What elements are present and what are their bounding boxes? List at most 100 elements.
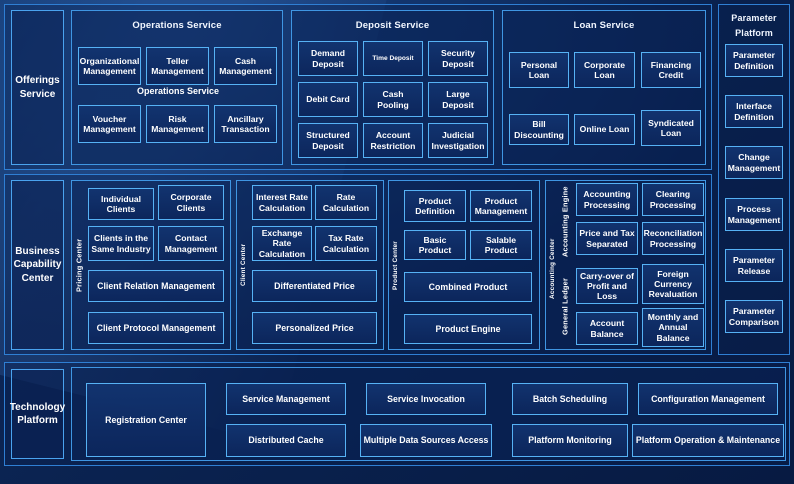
tile-label: Multiple Data Sources Access	[363, 435, 489, 446]
tile-parameter-release[interactable]: Parameter Release	[725, 249, 783, 282]
tile-label: Structured Deposit	[306, 130, 350, 151]
group-operations-service-title: Operations Service	[132, 20, 222, 31]
tile-syndicated-loan[interactable]: Syndicated Loan	[641, 110, 701, 146]
sidebar-item-offerings-service[interactable]: Offerings Service	[11, 10, 64, 165]
tile-client-relation-management[interactable]: Client Relation Management	[88, 270, 224, 302]
tile-label: Foreign Currency Revaluation	[648, 268, 698, 300]
tile-carry-over-of-profit-and-loss[interactable]: Carry-over of Profit and Loss	[576, 268, 638, 304]
operations-service-floating-label: Operations Service	[136, 86, 220, 96]
tile-product-definition[interactable]: Product Definition	[404, 190, 466, 222]
tile-ancillary-transaction[interactable]: Ancillary Transaction	[214, 105, 277, 143]
tile-client-protocol-management[interactable]: Client Protocol Management	[88, 312, 224, 344]
tile-label: Combined Product	[428, 281, 508, 292]
tile-label: Online Loan	[579, 124, 630, 135]
tile-personal-loan[interactable]: Personal Loan	[509, 52, 569, 88]
tile-time-deposit[interactable]: Time Deposit	[363, 41, 423, 76]
tile-interest-rate-calculation[interactable]: Interest Rate Calculation	[252, 185, 312, 220]
tile-label: Parameter Comparison	[728, 306, 780, 327]
tile-label: Platform Monitoring	[528, 435, 612, 446]
tile-label: Service Management	[242, 393, 330, 404]
tile-registration-center[interactable]: Registration Center	[86, 383, 206, 457]
tile-price-and-tax-separated[interactable]: Price and Tax Separated	[576, 222, 638, 255]
tile-debit-card[interactable]: Debit Card	[298, 82, 358, 117]
tile-corporate-loan[interactable]: Corporate Loan	[574, 52, 635, 88]
tile-platform-monitoring[interactable]: Platform Monitoring	[512, 424, 628, 457]
tile-label: Time Deposit	[372, 54, 414, 62]
tile-online-loan[interactable]: Online Loan	[574, 114, 635, 145]
tile-process-management[interactable]: Process Management	[725, 198, 783, 231]
tile-label: Bill Discounting	[514, 119, 564, 140]
tile-service-invocation[interactable]: Service Invocation	[366, 383, 486, 415]
sidebar-item-technology-platform[interactable]: Technology Platform	[9, 369, 66, 459]
tile-large-deposit[interactable]: Large Deposit	[428, 82, 488, 117]
tile-accounting-processing[interactable]: Accounting Processing	[576, 183, 638, 216]
tile-clearing-processing[interactable]: Clearing Processing	[642, 183, 704, 216]
group-deposit-service-title: Deposit Service	[355, 20, 430, 31]
tile-service-management[interactable]: Service Management	[226, 383, 346, 415]
sidebar-item-technology-platform-label: Technology Platform	[9, 401, 66, 427]
tile-label: Product Definition	[415, 195, 455, 216]
tile-label: Corporate Clients	[170, 192, 212, 213]
sidebar-item-business-capability-center[interactable]: Business Capability Center	[11, 180, 64, 350]
tile-label: Teller Management	[151, 55, 204, 76]
tile-product-engine[interactable]: Product Engine	[404, 314, 532, 344]
tile-distributed-cache[interactable]: Distributed Cache	[226, 424, 346, 457]
tile-label: Financing Credit	[650, 59, 692, 80]
tile-exchange-rate-calculation[interactable]: Exchange Rate Calculation	[252, 226, 312, 261]
tile-platform-operation-and-maintenance[interactable]: Platform Operation & Maintenance	[632, 424, 784, 457]
tile-monthly-and-annual-balance[interactable]: Monthly and Annual Balance	[642, 308, 704, 347]
tile-salable-product[interactable]: Salable Product	[470, 230, 532, 260]
tile-account-restriction[interactable]: Account Restriction	[363, 123, 423, 158]
tile-organizational-management[interactable]: Organizational Management	[78, 47, 141, 85]
tile-security-deposit[interactable]: Security Deposit	[428, 41, 488, 76]
tile-teller-management[interactable]: Teller Management	[146, 47, 209, 85]
tile-label: Reconciliation Processing	[643, 228, 703, 249]
tile-product-management[interactable]: Product Management	[470, 190, 532, 222]
tile-cash-management[interactable]: Cash Management	[214, 47, 277, 85]
tile-parameter-comparison[interactable]: Parameter Comparison	[725, 300, 783, 333]
tile-multiple-data-sources-access[interactable]: Multiple Data Sources Access	[360, 424, 492, 457]
tile-label: Account Balance	[589, 318, 625, 339]
tile-basic-product[interactable]: Basic Product	[404, 230, 466, 260]
tile-differentiated-price[interactable]: Differentiated Price	[252, 270, 377, 302]
tile-label: Product Engine	[435, 323, 501, 334]
tile-label: Syndicated Loan	[648, 117, 694, 138]
tile-label: Judicial Investigation	[431, 130, 485, 151]
tile-structured-deposit[interactable]: Structured Deposit	[298, 123, 358, 158]
tile-label: Debit Card	[306, 94, 350, 105]
subgroup-accounting-engine-label: Accounting Engine	[560, 186, 570, 258]
tile-tax-rate-calculation[interactable]: Tax Rate Calculation	[315, 226, 377, 261]
tile-clients-in-the-same-industry[interactable]: Clients in the Same Industry	[88, 226, 154, 261]
tile-label: Tax Rate Calculation	[322, 233, 370, 254]
sidebar-item-business-capability-center-label: Business Capability Center	[13, 245, 62, 284]
tile-rate-calculation[interactable]: Rate Calculation	[315, 185, 377, 220]
tile-demand-deposit[interactable]: Demand Deposit	[298, 41, 358, 76]
tile-account-balance[interactable]: Account Balance	[576, 312, 638, 345]
tile-interface-definition[interactable]: Interface Definition	[725, 95, 783, 128]
tile-judicial-investigation[interactable]: Judicial Investigation	[428, 123, 488, 158]
tile-parameter-definition[interactable]: Parameter Definition	[725, 44, 783, 77]
tile-voucher-management[interactable]: Voucher Management	[78, 105, 141, 143]
tile-bill-discounting[interactable]: Bill Discounting	[509, 114, 569, 145]
tile-personalized-price[interactable]: Personalized Price	[252, 312, 377, 344]
tile-label: Security Deposit	[441, 48, 475, 69]
tile-change-management[interactable]: Change Management	[725, 146, 783, 179]
tile-combined-product[interactable]: Combined Product	[404, 272, 532, 302]
tile-label: Distributed Cache	[248, 435, 324, 446]
tile-cash-pooling[interactable]: Cash Pooling	[363, 82, 423, 117]
tile-label: Organizational Management	[79, 55, 140, 76]
tile-individual-clients[interactable]: Individual Clients	[88, 188, 154, 220]
tile-batch-scheduling[interactable]: Batch Scheduling	[512, 383, 628, 415]
tile-configuration-management[interactable]: Configuration Management	[638, 383, 778, 415]
tile-label: Client Relation Management	[97, 280, 215, 291]
tile-contact-management[interactable]: Contact Management	[158, 226, 224, 261]
tile-foreign-currency-revaluation[interactable]: Foreign Currency Revaluation	[642, 264, 704, 304]
group-accounting-center-label: Accounting Center	[549, 238, 556, 300]
tile-financing-credit[interactable]: Financing Credit	[641, 52, 701, 88]
tile-reconciliation-processing[interactable]: Reconciliation Processing	[642, 222, 704, 255]
tile-corporate-clients[interactable]: Corporate Clients	[158, 185, 224, 220]
tile-label: Ancillary Transaction	[221, 113, 270, 134]
tile-risk-management[interactable]: Risk Management	[146, 105, 209, 143]
tile-label: Batch Scheduling	[532, 393, 608, 404]
